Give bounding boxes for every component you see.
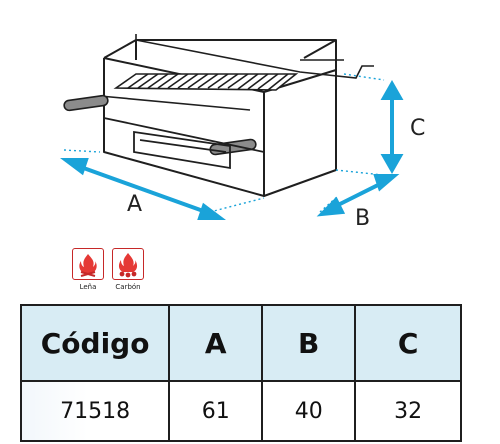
fuel-type-firewood: Leña [70,248,106,291]
charcoal-icon [112,248,144,280]
firewood-icon [72,248,104,280]
cell-c: 32 [354,380,462,442]
dimension-arrows [60,79,404,220]
header-code: Código [19,304,171,382]
specifications-table: Código A B C 71518 61 40 32 [19,304,462,442]
grill-bars [113,73,299,91]
dimension-label-c: C [410,116,426,141]
ash-drawer [103,117,265,170]
fuel-label-firewood: Leña [79,283,97,291]
header-c: C [354,304,462,382]
cell-a: 61 [168,380,264,442]
table-row: 71518 61 40 32 [19,380,462,442]
dimension-label-a: A [127,192,143,217]
crank-rods [135,34,374,79]
header-b: B [261,304,357,382]
table-header-row: Código A B C [19,304,462,382]
cell-b: 40 [261,380,357,442]
fuel-type-charcoal: Carbón [110,248,146,291]
fuel-type-icons: Leña Carbón [70,248,150,296]
dimension-label-b: B [355,206,371,231]
cell-code: 71518 [19,380,171,442]
fuel-label-charcoal: Carbón [115,283,141,291]
barbecue-diagram [60,34,404,220]
barbecue-box-drawing [103,39,337,197]
header-a: A [168,304,264,382]
